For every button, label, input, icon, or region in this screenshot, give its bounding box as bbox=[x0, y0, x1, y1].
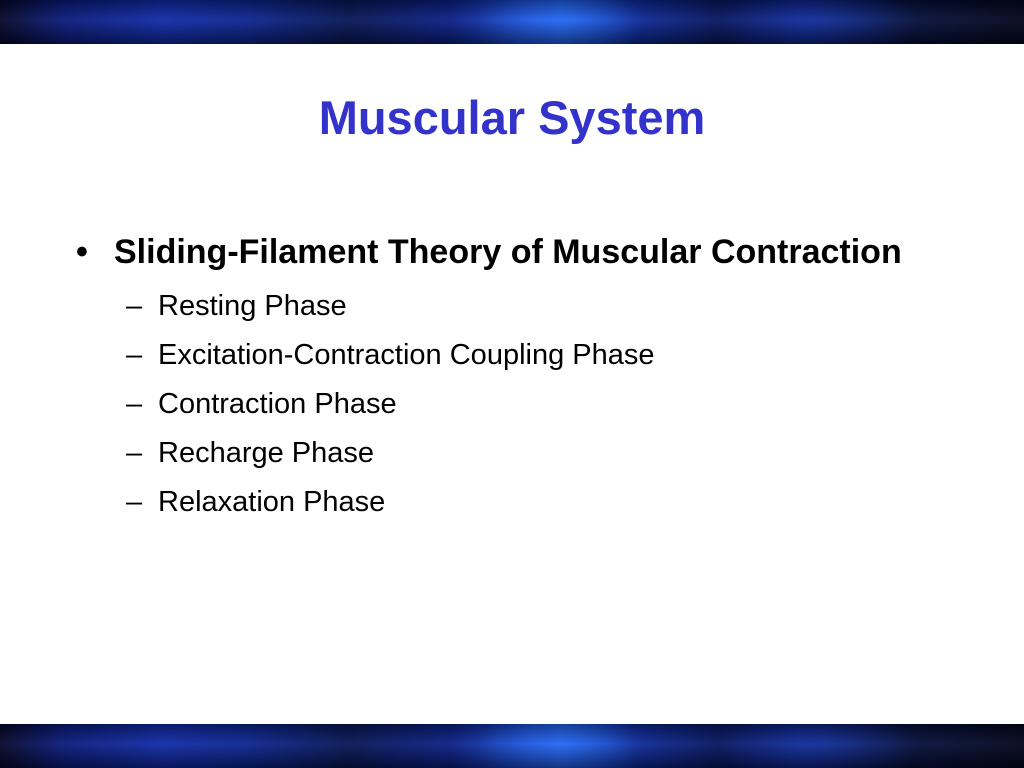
main-bullet: • Sliding-Filament Theory of Muscular Co… bbox=[76, 228, 956, 276]
dash-marker: – bbox=[126, 339, 143, 371]
dash-marker: – bbox=[126, 486, 143, 518]
dash-marker: – bbox=[126, 437, 143, 469]
sub-bullet-excitation: – Excitation-Contraction Coupling Phase bbox=[126, 331, 956, 380]
bullet-marker: • bbox=[76, 233, 88, 271]
sub-bullet-contraction: – Contraction Phase bbox=[126, 380, 956, 429]
sub-bullet-text: Contraction Phase bbox=[158, 388, 397, 420]
slide-title: Muscular System bbox=[318, 91, 706, 144]
sub-bullet-relaxation: – Relaxation Phase bbox=[126, 478, 956, 527]
sub-bullet-list: – Resting Phase – Excitation-Contraction… bbox=[76, 282, 956, 527]
slide-content: • Sliding-Filament Theory of Muscular Co… bbox=[76, 228, 956, 527]
top-decorative-band bbox=[0, 0, 1024, 44]
sub-bullet-text: Recharge Phase bbox=[158, 437, 375, 469]
sub-bullet-text: Excitation-Contraction Coupling Phase bbox=[158, 339, 655, 371]
sub-bullet-text: Resting Phase bbox=[158, 290, 347, 322]
sub-bullet-resting: – Resting Phase bbox=[126, 282, 956, 331]
sub-bullet-recharge: – Recharge Phase bbox=[126, 429, 956, 478]
dash-marker: – bbox=[126, 388, 143, 420]
bottom-decorative-band bbox=[0, 724, 1024, 768]
main-bullet-text: Sliding-Filament Theory of Muscular Cont… bbox=[114, 233, 902, 271]
dash-marker: – bbox=[126, 290, 143, 322]
sub-bullet-text: Relaxation Phase bbox=[158, 486, 386, 518]
